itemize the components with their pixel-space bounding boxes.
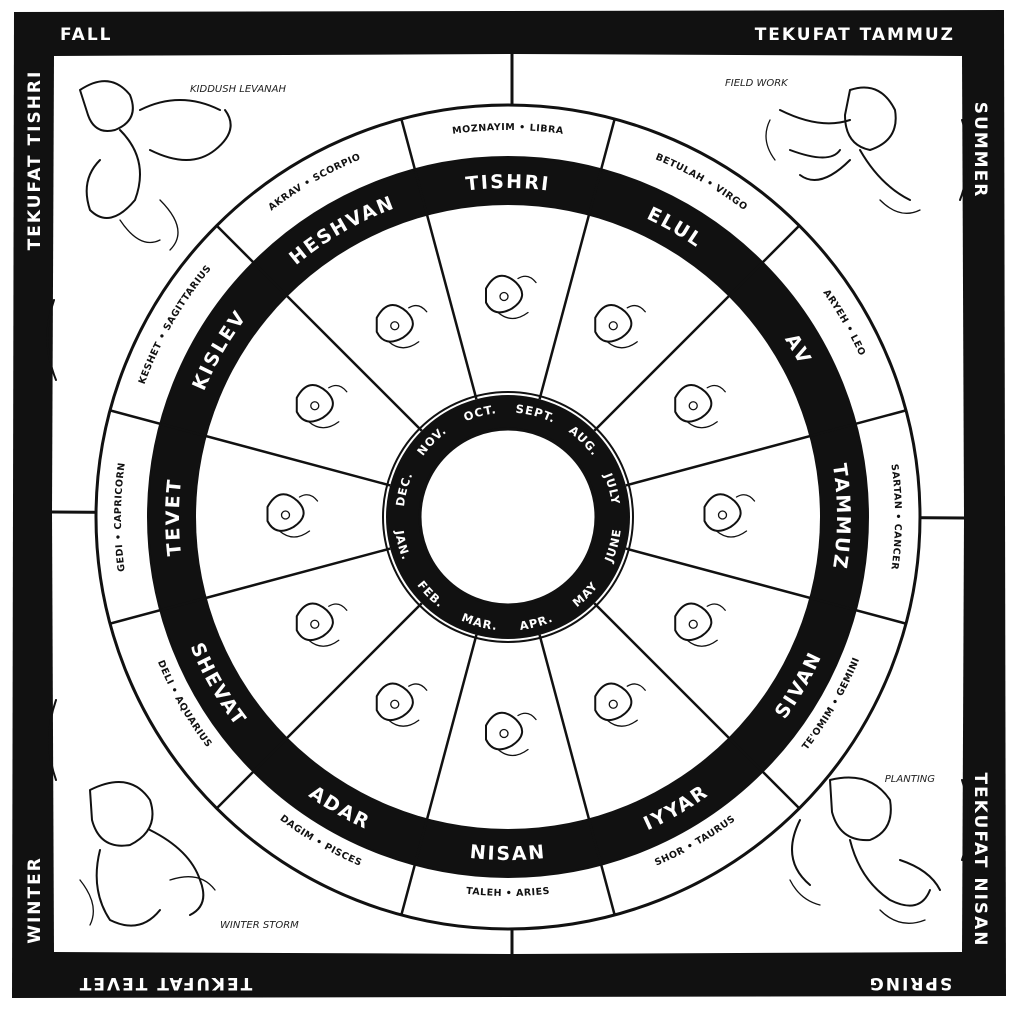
hebrew-month-label: NISAN (469, 841, 547, 865)
frame-right-top-label: SUMMER (970, 102, 990, 199)
hebrew-month-label: TISHRI (465, 171, 552, 196)
caption-top-left: KIDDUSH LEVANAH (190, 84, 286, 95)
frame-top-right-label: TEKUFAT TAMMUZ (755, 25, 955, 45)
frame-left-bottom-label: WINTER (25, 856, 45, 944)
frame-top-left-label: FALL (60, 25, 112, 45)
center-hole-outline (420, 429, 596, 605)
caption-bottom-right: PLANTING (885, 774, 935, 785)
caption-bottom-left: WINTER STORM (220, 920, 299, 931)
frame-bottom-left-label: TEKUFAT TEVET (78, 973, 252, 993)
frame-left-top-label: TEKUFAT TISHRI (25, 70, 45, 251)
caption-top-right: FIELD WORK (725, 78, 789, 89)
hebrew-month-label: TEVET (162, 477, 186, 557)
frame-right-bottom-label: TEKUFAT NISAN (970, 772, 990, 947)
frame-bottom-right-label: SPRING (868, 973, 952, 993)
